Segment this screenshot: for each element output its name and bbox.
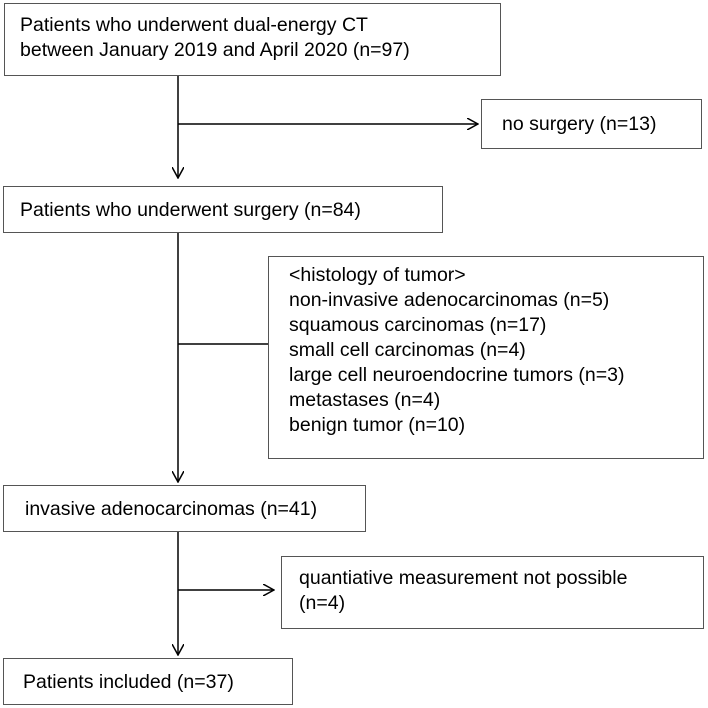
histology-box: <histology of tumor> non-invasive adenoc… xyxy=(268,256,704,459)
histology-item-squamous: squamous carcinomas (n=17) xyxy=(289,314,547,336)
included-label: Patients included (n=37) xyxy=(23,671,234,693)
not-possible-line-2: (n=4) xyxy=(299,592,346,614)
histology-item-metastases: metastases (n=4) xyxy=(289,389,441,411)
surgery-box: Patients who underwent surgery (n=84) xyxy=(3,186,443,233)
not-possible-line-1: quantiative measurement not possible xyxy=(299,567,628,589)
histology-item-small-cell: small cell carcinomas (n=4) xyxy=(289,339,526,361)
start-line-1: Patients who underwent dual-energy CT xyxy=(20,14,368,36)
histology-item-non-invasive: non-invasive adenocarcinomas (n=5) xyxy=(289,289,610,311)
invasive-label: invasive adenocarcinomas (n=41) xyxy=(25,498,318,520)
histology-heading: <histology of tumor> xyxy=(289,264,466,286)
invasive-box: invasive adenocarcinomas (n=41) xyxy=(3,485,366,532)
start-box: Patients who underwent dual-energy CT be… xyxy=(4,3,501,76)
no-surgery-box: no surgery (n=13) xyxy=(481,99,702,149)
not-possible-box: quantiative measurement not possible (n=… xyxy=(281,556,704,629)
start-line-2: between January 2019 and April 2020 (n=9… xyxy=(20,39,410,61)
no-surgery-label: no surgery (n=13) xyxy=(502,113,657,135)
histology-item-large-cell: large cell neuroendocrine tumors (n=3) xyxy=(289,364,625,386)
histology-item-benign: benign tumor (n=10) xyxy=(289,414,466,436)
included-box: Patients included (n=37) xyxy=(3,658,293,705)
surgery-label: Patients who underwent surgery (n=84) xyxy=(20,199,361,221)
